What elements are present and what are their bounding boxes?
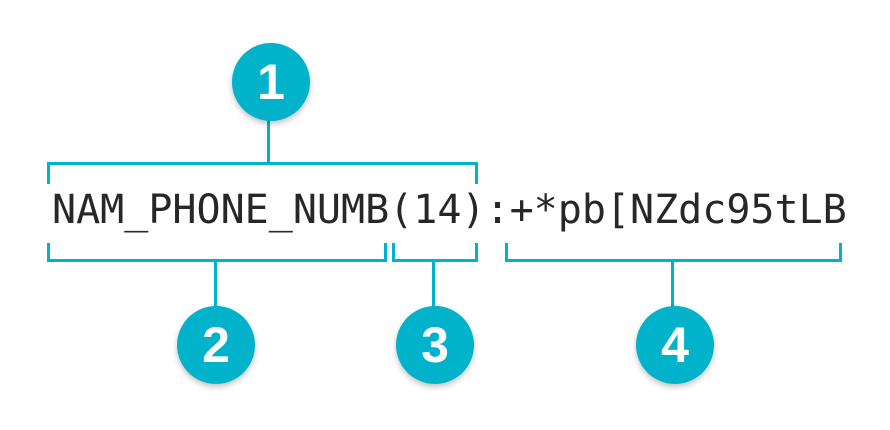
connector-callout-2 xyxy=(214,260,217,308)
callout-1-number: 1 xyxy=(257,54,285,110)
callout-3-number: 3 xyxy=(421,317,449,373)
bracket-field-name xyxy=(47,243,387,262)
annotated-string: NAM_PHONE_NUMB(14):+*pb[NZdc95tLB xyxy=(52,190,847,230)
bracket-field-length xyxy=(392,243,478,262)
callout-2-number: 2 xyxy=(202,317,230,373)
field-name-text: NAM_PHONE_NUMB xyxy=(52,187,390,233)
callout-badge-3: 3 xyxy=(396,306,474,384)
callout-badge-1: 1 xyxy=(232,43,310,121)
field-length-text: (14) xyxy=(389,187,486,233)
connector-callout-3 xyxy=(432,260,435,308)
connector-callout-1 xyxy=(267,118,270,164)
bracket-full-field xyxy=(47,162,478,184)
callout-badge-2: 2 xyxy=(177,306,255,384)
callout-badge-4: 4 xyxy=(636,306,714,384)
separator-text: : xyxy=(485,187,510,233)
connector-callout-4 xyxy=(671,260,674,308)
field-value-text: +*pb[NZdc95tLB xyxy=(509,187,847,233)
callout-4-number: 4 xyxy=(661,317,689,373)
